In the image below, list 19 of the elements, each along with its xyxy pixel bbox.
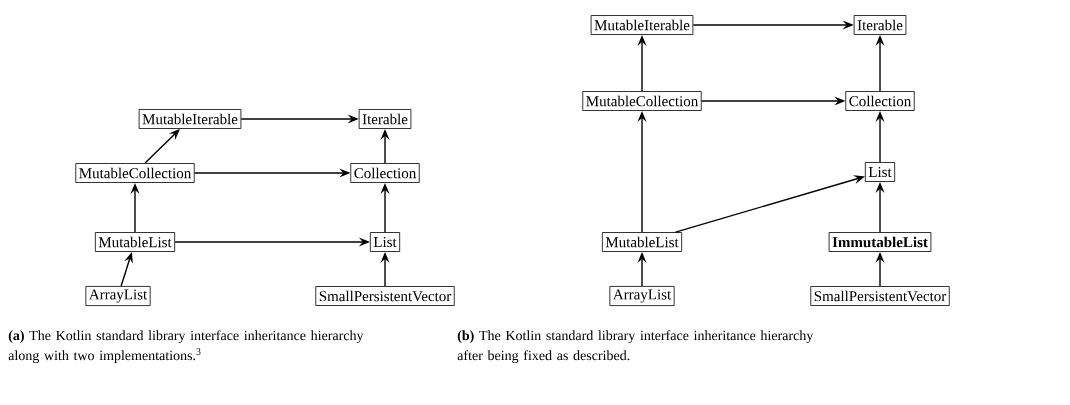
class-box: MutableIterable [138, 109, 242, 129]
class-box: ImmutableList [828, 232, 932, 252]
class-box: SmallPersistentVector [810, 286, 950, 306]
class-box: ArrayList [609, 286, 675, 306]
class-box: MutableList [94, 232, 176, 252]
class-box: MutableIterable [590, 15, 694, 35]
subfigure-caption: (b) The Kotlin standard library interface inheritance hierarchy after being fixed as described. [457, 330, 814, 364]
class-box: Iterable [853, 15, 907, 35]
class-box: Collection [350, 163, 420, 183]
class-box: MutableCollection [582, 91, 702, 111]
class-box: ArrayList [85, 286, 151, 306]
class-box: Collection [845, 91, 915, 111]
class-box: SmallPersistentVector [315, 286, 455, 306]
class-box: MutableCollection [75, 163, 195, 183]
subfigure-caption: (a) The Kotlin standard library interface inheritance hierarchy along with two implementations.$^{3}$ [8, 330, 364, 364]
class-box: MutableList [601, 232, 683, 252]
class-box: List [369, 232, 401, 252]
class-box: List [864, 162, 896, 182]
class-box: Iterable [358, 109, 412, 129]
